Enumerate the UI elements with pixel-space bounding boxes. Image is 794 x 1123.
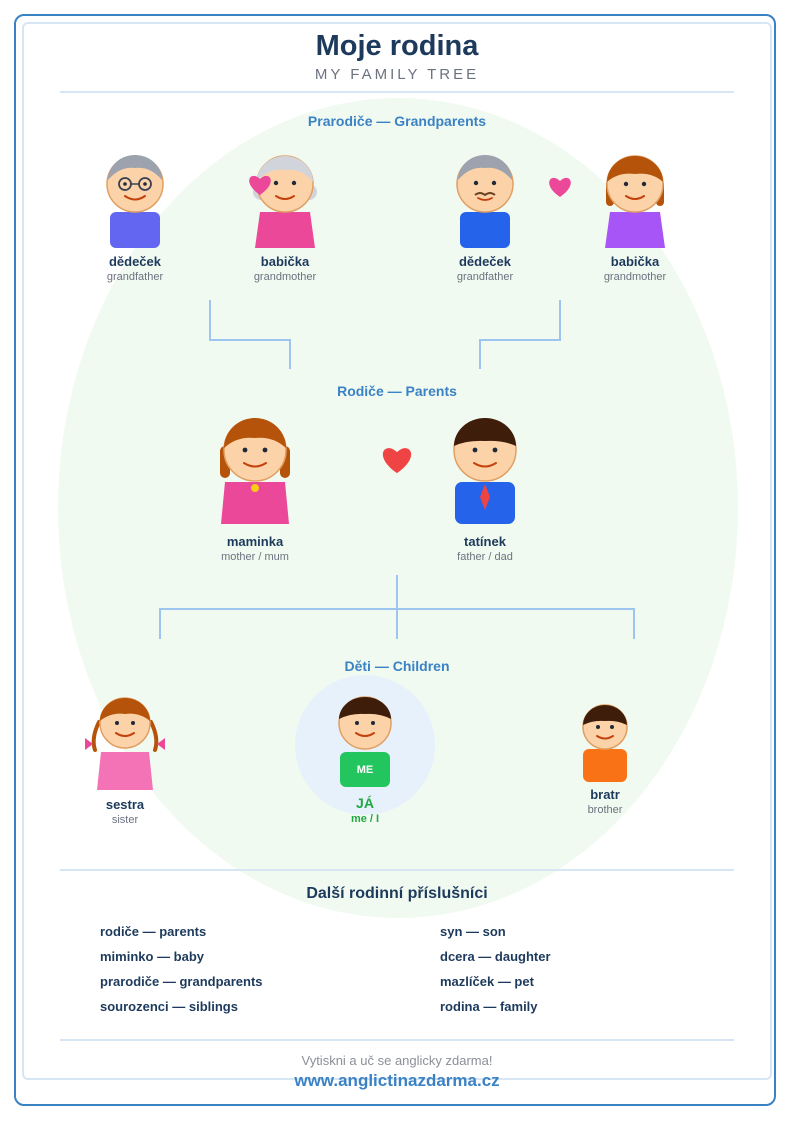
connector-line <box>396 575 398 639</box>
connector-line <box>479 339 561 341</box>
vocab-item: sourozenci — siblings <box>100 999 238 1014</box>
connector-line <box>633 608 635 639</box>
brother-english: brother <box>587 804 623 816</box>
grandfather-label: dědeček <box>108 254 162 269</box>
section-parents: Rodiče — Parents <box>337 383 457 399</box>
father-label: tatínek <box>464 534 506 549</box>
brother-label: bratr <box>590 787 620 802</box>
vocab-item: rodina — family <box>440 999 538 1014</box>
page-border <box>14 14 776 1106</box>
mother-figure <box>220 418 290 524</box>
grandfather-figure <box>106 155 164 248</box>
connector-line <box>289 339 291 369</box>
brother-figure <box>582 704 628 782</box>
me-highlight-circle <box>295 675 435 815</box>
connector-line <box>209 300 211 341</box>
sister-english: sister <box>111 814 139 826</box>
vocab-item: prarodiče — grandparents <box>100 974 263 989</box>
grandmother-label: babička <box>610 254 660 269</box>
vocab-item: dcera — daughter <box>440 949 551 964</box>
grandmother-label: babička <box>260 254 310 269</box>
divider-top <box>60 91 734 93</box>
mother-label: maminka <box>226 534 284 549</box>
footer-link[interactable]: www.anglictinazdarma.cz <box>294 1071 500 1090</box>
section-children: Děti — Children <box>344 658 450 674</box>
grandmother-figure <box>605 155 665 248</box>
vocab-item: miminko — baby <box>100 949 205 964</box>
me-label: JÁ <box>356 795 374 811</box>
sister-label: sestra <box>105 797 145 812</box>
grandfather-english: grandfather <box>456 271 514 283</box>
connector-line <box>559 300 561 341</box>
page-inner-border <box>22 22 772 1080</box>
grandfather-figure <box>456 155 514 248</box>
vocab-item: mazlíček — pet <box>440 974 534 989</box>
section-grandparents: Prarodiče — Grandparents <box>307 113 487 129</box>
connector-line <box>209 339 291 341</box>
heart-icon <box>249 175 271 195</box>
grandmother-figure <box>253 155 317 248</box>
connector-line <box>159 608 161 639</box>
me-badge: ME <box>356 764 374 776</box>
vocab-item: syn — son <box>440 924 506 939</box>
divider-bottom <box>60 1039 734 1041</box>
grandfather-label: dědeček <box>458 254 512 269</box>
connector-line <box>159 608 635 610</box>
grandmother-english: grandmother <box>603 271 667 283</box>
sister-figure <box>85 697 165 790</box>
connector-line <box>479 339 481 369</box>
footer-note: Vytiskni a uč se anglicky zdarma! <box>301 1053 493 1068</box>
page-subtitle: MY FAMILY TREE <box>314 66 480 83</box>
divider-middle <box>60 869 734 871</box>
grandmother-english: grandmother <box>253 271 317 283</box>
me-english: me / I <box>350 813 380 825</box>
mother-english: mother / mum <box>221 551 289 563</box>
vocab-item: rodiče — parents <box>100 924 207 939</box>
father-english: father / dad <box>457 551 513 563</box>
heart-icon <box>382 448 412 474</box>
father-figure <box>453 418 517 524</box>
page-title: Moje rodina <box>315 30 479 62</box>
grandfather-english: grandfather <box>106 271 164 283</box>
more-members-title: Další rodinní příslušníci <box>306 885 488 902</box>
heart-icon <box>549 177 571 197</box>
